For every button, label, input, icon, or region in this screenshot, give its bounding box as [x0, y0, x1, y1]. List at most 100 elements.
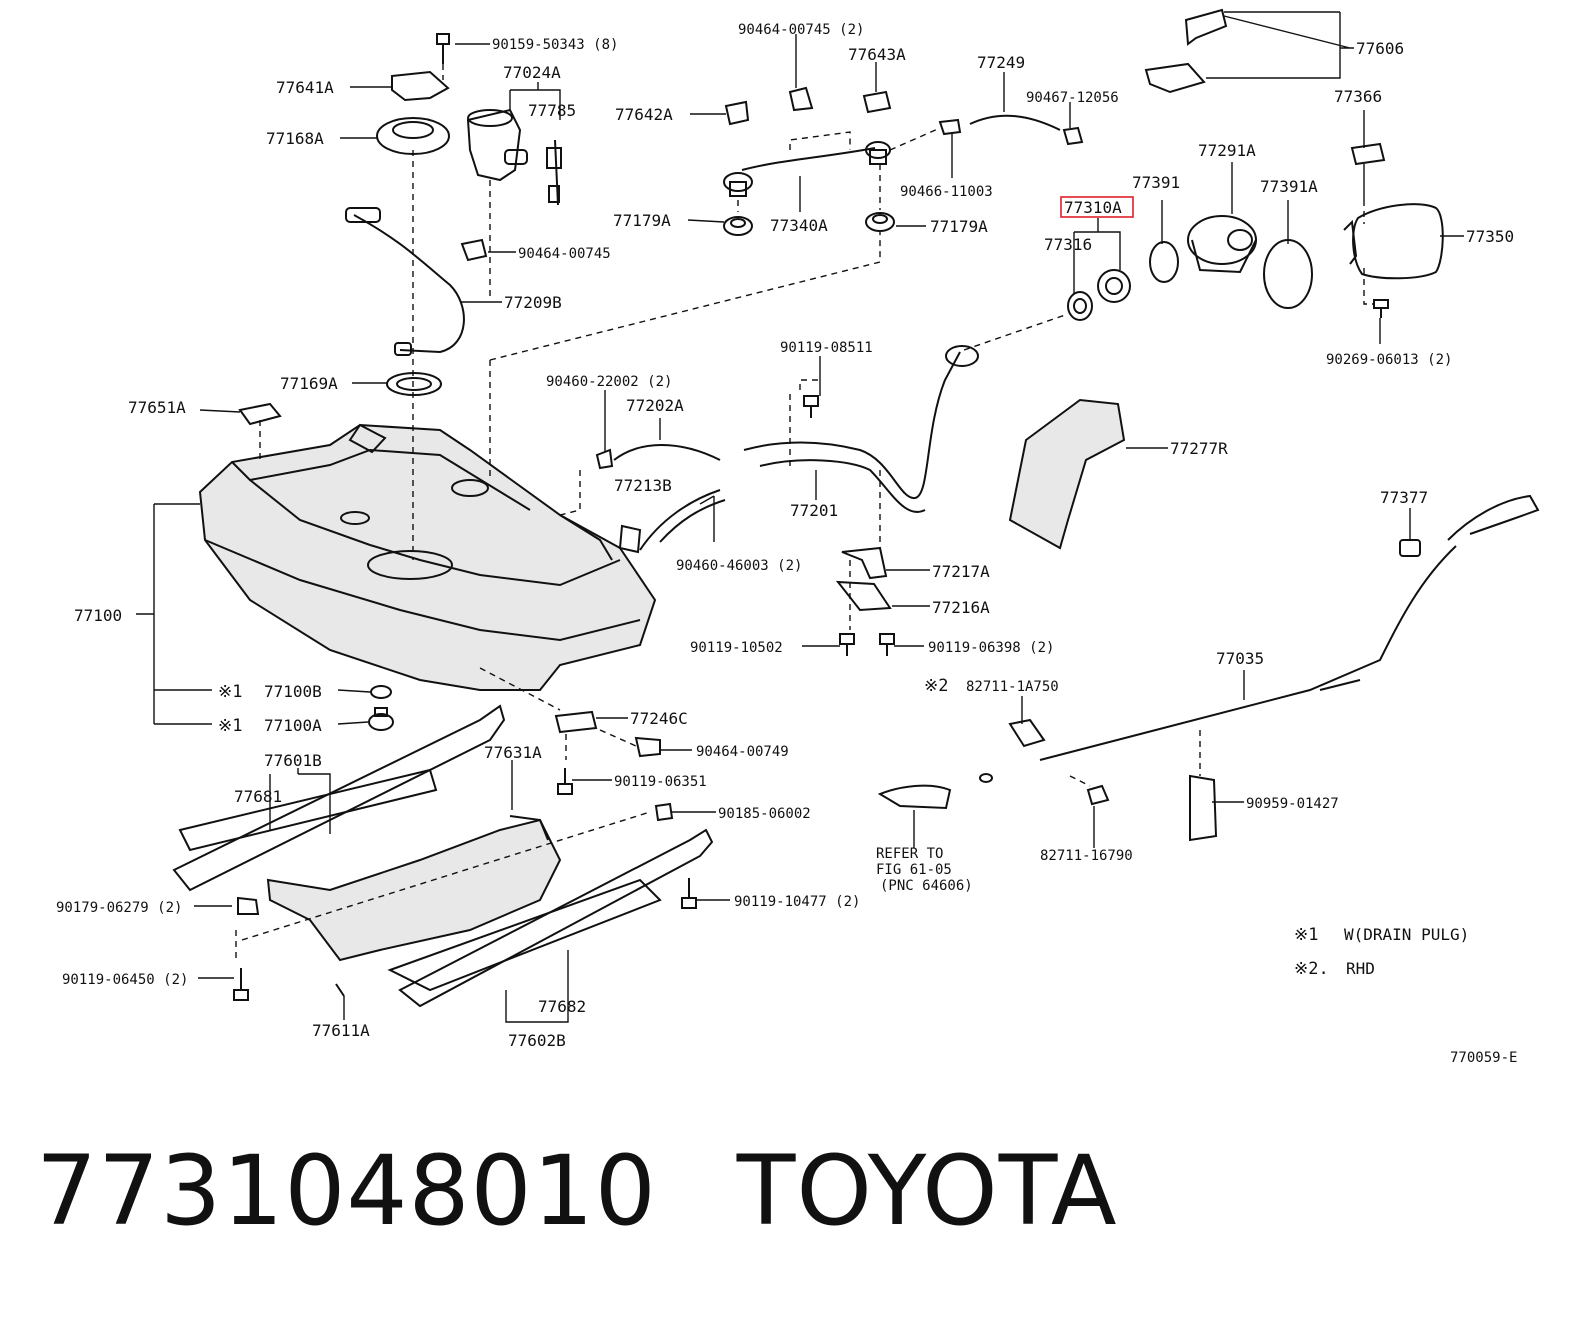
label-90119-08511[interactable]: 90119-08511	[780, 340, 873, 356]
label-77291A[interactable]: 77291A	[1198, 141, 1256, 160]
label-77179A-left[interactable]: 77179A	[613, 211, 671, 230]
valve-77642A	[724, 100, 750, 126]
bolt-90119-08511	[803, 395, 819, 418]
filler-pipe-77201-outer	[759, 459, 926, 513]
label-77642A[interactable]: 77642A	[615, 105, 673, 124]
clip-90466	[938, 118, 962, 136]
label-82711-1A750[interactable]: 82711-1A750	[966, 679, 1059, 695]
clip-90185	[654, 802, 674, 822]
label-90159-50343[interactable]: 90159-50343 (8)	[492, 37, 618, 53]
label-77209B[interactable]: 77209B	[504, 293, 562, 312]
label-77277R[interactable]: 77277R	[1170, 439, 1228, 458]
label-77202A[interactable]: 77202A	[626, 396, 684, 415]
refer-lever	[877, 784, 952, 810]
grommet-77179A-left	[723, 216, 753, 236]
label-90460-46003[interactable]: 90460-46003 (2)	[676, 558, 802, 574]
label-77179A-right[interactable]: 77179A	[930, 217, 988, 236]
label-77785[interactable]: 77785	[528, 101, 576, 120]
label-90464-00749[interactable]: 90464-00749	[696, 744, 789, 760]
bolt-90119-06450	[233, 968, 249, 1001]
label-77643A[interactable]: 77643A	[848, 45, 906, 64]
label-90119-10502[interactable]: 90119-10502	[690, 640, 783, 656]
label-77340A[interactable]: 77340A	[770, 216, 828, 235]
label-77100A[interactable]: 77100A	[264, 716, 322, 735]
label-77169A[interactable]: 77169A	[280, 374, 338, 393]
bolt-90159	[436, 33, 450, 64]
fuel-door-hinge	[1343, 219, 1358, 265]
label-77246C[interactable]: 77246C	[630, 709, 688, 728]
clip-90464-00749	[634, 736, 661, 758]
label-77601B[interactable]: 77601B	[264, 751, 322, 770]
label-77216A[interactable]: 77216A	[932, 598, 990, 617]
label-77681[interactable]: 77681	[234, 787, 282, 806]
label-77391A[interactable]: 77391A	[1260, 177, 1318, 196]
note-2-mark: ※2.	[1294, 959, 1329, 979]
clip-90464-00745	[460, 238, 488, 262]
filler-pipe-77201	[743, 351, 961, 499]
valve-77643A	[862, 90, 892, 114]
mark-rhd-82711: ※2	[924, 676, 948, 696]
filler-neck-77201	[945, 345, 979, 367]
label-77168A[interactable]: 77168A	[266, 129, 324, 148]
label-77310A-highlighted[interactable]: 77310A	[1064, 198, 1122, 217]
label-90959-01427[interactable]: 90959-01427	[1246, 796, 1339, 812]
label-77316[interactable]: 77316	[1044, 235, 1092, 254]
label-90269-06013[interactable]: 90269-06013 (2)	[1326, 352, 1452, 368]
pin-77611A	[335, 983, 345, 997]
label-77100B[interactable]: 77100B	[264, 682, 322, 701]
bolt-90119-06351	[557, 768, 573, 795]
label-77035[interactable]: 77035	[1216, 649, 1264, 668]
bracket-77606-top	[1184, 8, 1228, 46]
cable-end-77035	[979, 773, 993, 783]
bolt-90119-06398	[879, 633, 895, 656]
label-77350[interactable]: 77350	[1466, 227, 1514, 246]
label-82711-16790[interactable]: 82711-16790	[1040, 848, 1133, 864]
gasket-77316	[1067, 291, 1093, 321]
strap-77681	[178, 768, 438, 852]
label-77100[interactable]: 77100	[74, 606, 122, 625]
label-77682[interactable]: 77682	[538, 997, 586, 1016]
label-77201[interactable]: 77201	[790, 501, 838, 520]
hose-77213B-side	[659, 499, 726, 543]
label-90460-22002[interactable]: 90460-22002 (2)	[546, 374, 672, 390]
label-77366[interactable]: 77366	[1334, 87, 1382, 106]
ring-77391	[1149, 241, 1179, 283]
label-77249[interactable]: 77249	[977, 53, 1025, 72]
label-90464-00745-2[interactable]: 90464-00745 (2)	[738, 22, 864, 38]
clamp-90460-22002	[595, 448, 614, 470]
gasket-77169A	[386, 372, 442, 396]
ring-77168A	[376, 117, 450, 155]
label-90119-06450[interactable]: 90119-06450 (2)	[62, 972, 188, 988]
label-77641A[interactable]: 77641A	[276, 78, 334, 97]
label-90466-11003[interactable]: 90466-11003	[900, 184, 993, 200]
label-90119-06351[interactable]: 90119-06351	[614, 774, 707, 790]
label-90467-12056[interactable]: 90467-12056	[1026, 90, 1119, 106]
label-90185-06002[interactable]: 90185-06002	[718, 806, 811, 822]
label-77651A[interactable]: 77651A	[128, 398, 186, 417]
label-77377[interactable]: 77377	[1380, 488, 1428, 507]
notes-legend: ※1 W(DRAIN PULG) ※2. RHD	[1294, 925, 1469, 979]
label-90464-00745[interactable]: 90464-00745	[518, 246, 611, 262]
retainer-77641A	[391, 70, 450, 102]
fuel-cap-77310A	[1097, 269, 1131, 303]
label-77217A[interactable]: 77217A	[932, 562, 990, 581]
caption-part-number: 7731048010	[36, 1135, 657, 1247]
label-77606[interactable]: 77606	[1356, 39, 1404, 58]
label-77024A[interactable]: 77024A	[503, 63, 561, 82]
label-77213B[interactable]: 77213B	[614, 476, 672, 495]
insulator-77631A	[266, 818, 562, 962]
label-90119-06398[interactable]: 90119-06398 (2)	[928, 640, 1054, 656]
label-77611A[interactable]: 77611A	[312, 1021, 370, 1040]
figure-code: 770059-E	[1450, 1050, 1517, 1066]
refer-line-2: FIG 61-05	[876, 862, 952, 878]
strap-77601B	[172, 704, 506, 892]
bolt-90119-10502	[839, 633, 855, 656]
label-90179-06279[interactable]: 90179-06279 (2)	[56, 900, 182, 916]
hose-77340A	[741, 147, 876, 171]
label-90119-10477[interactable]: 90119-10477 (2)	[734, 894, 860, 910]
fuel-pump-77024A	[466, 108, 528, 182]
label-77391[interactable]: 77391	[1132, 173, 1180, 192]
label-77631A[interactable]: 77631A	[484, 743, 542, 762]
label-77602B[interactable]: 77602B	[508, 1031, 566, 1050]
